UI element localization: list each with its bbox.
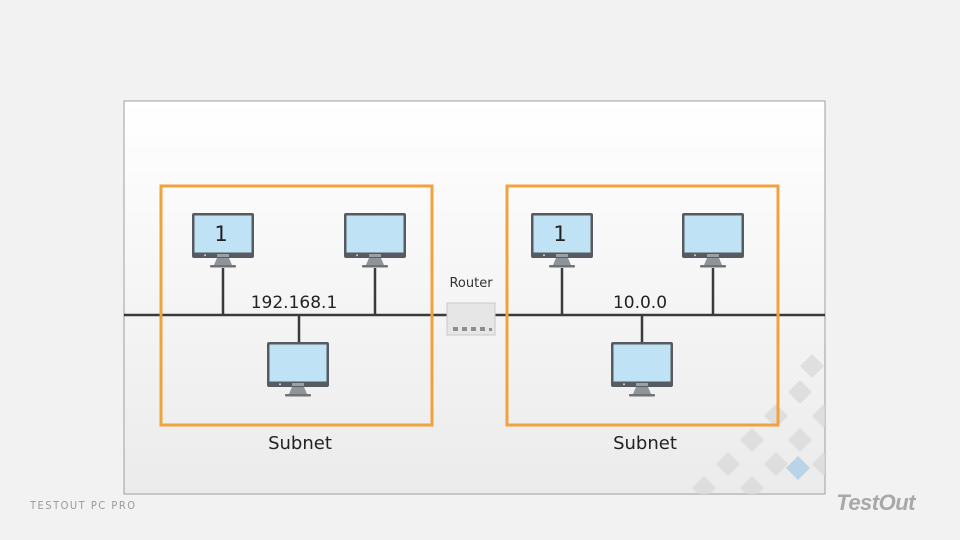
testout-logo: TestOut [836,490,915,515]
subnet-label-right: Subnet [613,433,677,454]
router-ports-icon [453,327,492,331]
computer-number: 1 [553,222,566,246]
footer-brand-text: TESTOUT PC PRO [30,499,137,512]
computer-number: 1 [214,222,227,246]
subnet-address-right: 10.0.0 [613,293,667,313]
subnet-address-left: 192.168.1 [251,293,338,313]
router-label: Router [449,276,493,291]
subnet-box-right [505,184,780,427]
computer-icon: 1 [531,213,593,268]
router [446,302,496,336]
subnet-box-left [159,184,434,427]
network-drop-lines [221,268,715,343]
diagram-frame [123,100,826,495]
computer-icon: 1 [192,213,254,268]
decorative-diamond-pattern [692,354,825,494]
subnet-label-left: Subnet [268,433,332,454]
